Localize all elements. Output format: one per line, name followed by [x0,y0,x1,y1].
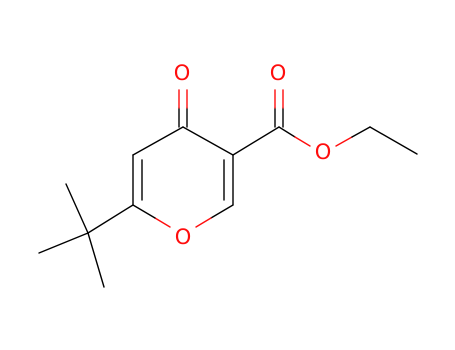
bond-oester-ch2-red [335,136,353,147]
bond-cester-oester [278,126,296,138]
bond-c2-o1 [210,204,234,219]
bond-c6-cq [87,204,134,234]
ring-oxygen-label: O [175,225,192,249]
bond-c5-c4 [132,126,184,156]
carbonyl-oxygen-label: O [174,61,191,85]
ester-group: O O [232,61,418,164]
bond-o1-c6-red [154,217,171,228]
ester-oxygen-label: O [315,140,332,164]
bond-cq-me3 [87,232,105,288]
ketone-group: O [174,61,191,128]
bond-c3-cester [232,126,280,156]
bond-o1-c6 [132,204,156,219]
pyranone-ring [132,126,234,228]
tert-butyl-group [38,183,134,288]
bond-c4-c3 [182,126,234,156]
bond-ch2-ch3 [369,126,418,155]
bond-cester-oester-red [294,136,311,147]
bond-cq-me1 [65,183,89,234]
bond-cq-me2 [38,232,89,254]
bond-oester-ch2 [351,126,371,138]
ester-carbonyl-oxygen-label: O [270,61,287,85]
bond-c2-o1-red [195,217,212,228]
